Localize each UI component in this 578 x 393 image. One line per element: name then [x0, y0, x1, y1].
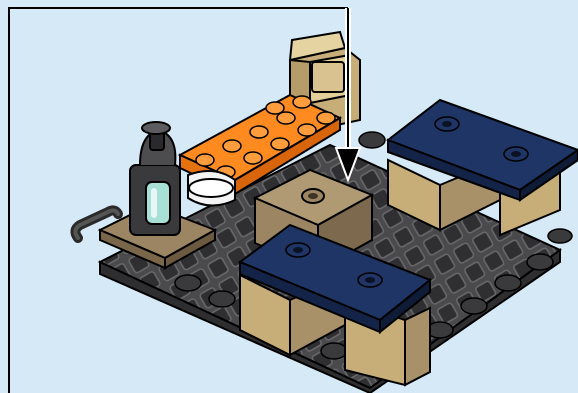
white-tile	[188, 171, 235, 206]
trans-light-blue-capsule	[146, 182, 170, 224]
